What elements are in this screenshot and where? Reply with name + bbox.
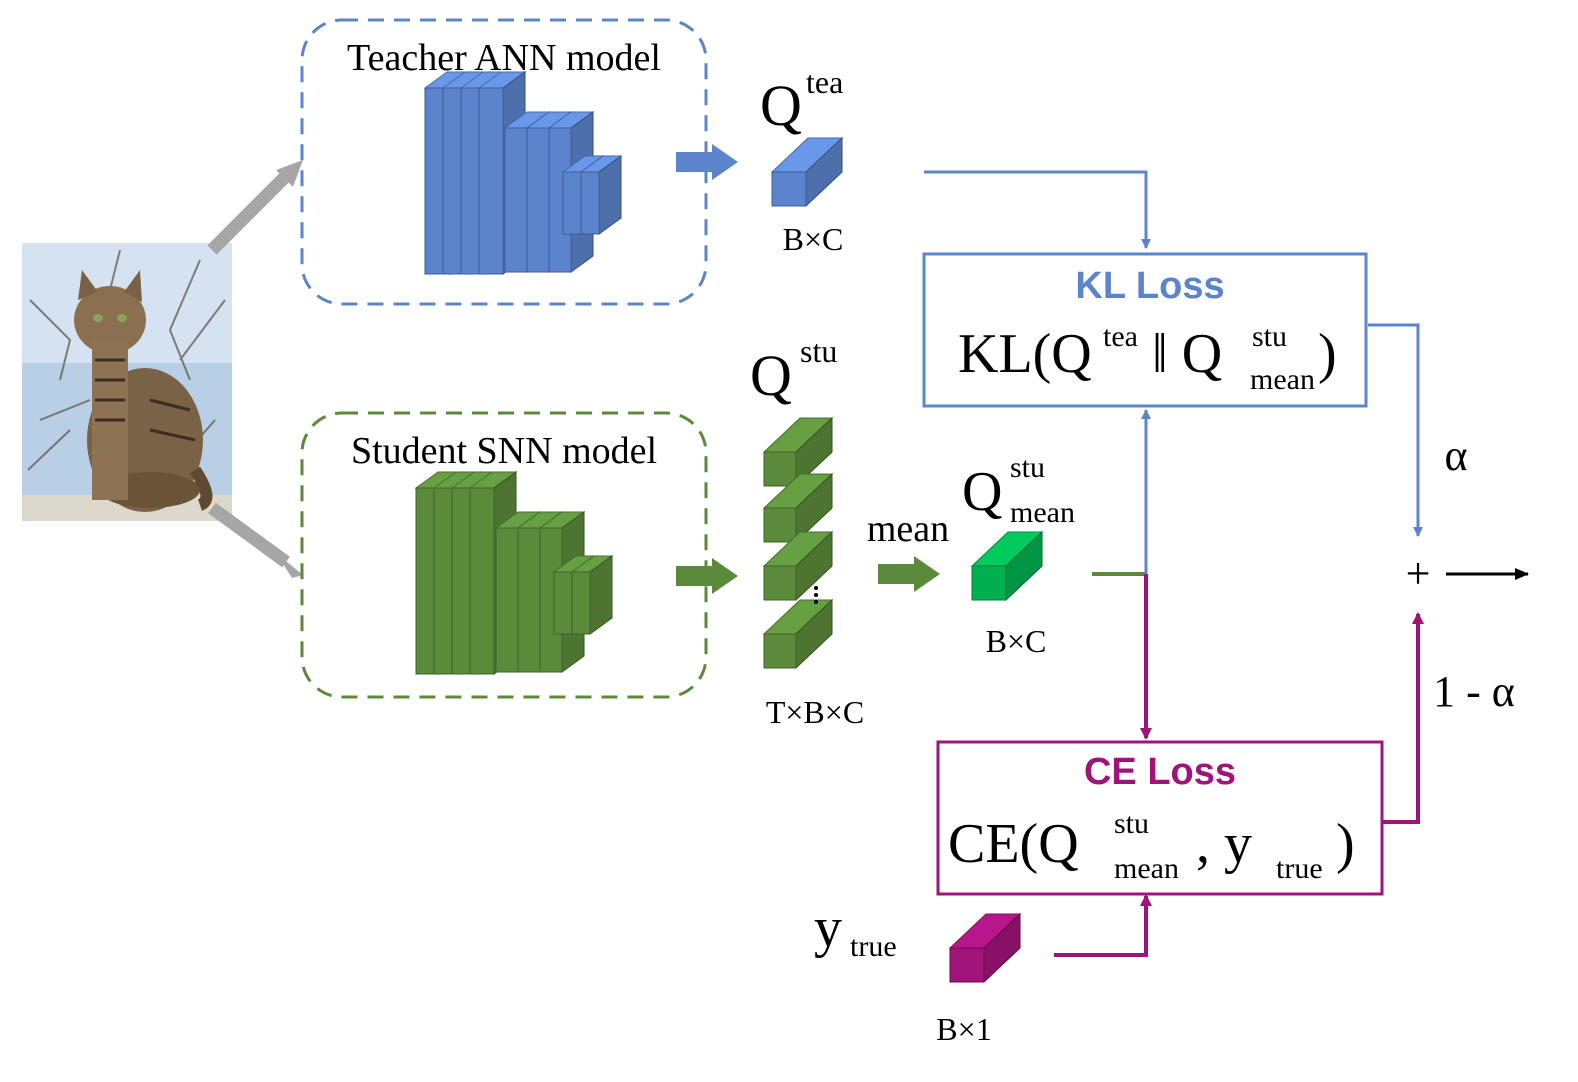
svg-text:mean: mean <box>1114 852 1179 885</box>
q-stu-label: Q stu <box>750 333 837 408</box>
teacher-model-box: Teacher ANN model <box>300 18 708 306</box>
svg-text:stu: stu <box>1114 807 1149 840</box>
svg-text:stu: stu <box>1010 451 1045 484</box>
kl-to-sum-line <box>1368 323 1423 537</box>
teacher-output-arrow <box>676 144 738 180</box>
svg-text:stu: stu <box>1252 320 1287 353</box>
svg-text:CE(Q: CE(Q <box>948 813 1079 875</box>
svg-text:‖ Q: ‖ Q <box>1152 323 1222 385</box>
ce-loss-box: CE Loss CE(Q stu mean , y true ) <box>936 740 1384 896</box>
q-tea-shape: B×C <box>783 221 844 257</box>
alpha-weight: α <box>1444 431 1467 480</box>
kl-loss-formula: KL(Q tea ‖ Q stu mean ) <box>958 320 1337 396</box>
svg-text:tea: tea <box>806 64 843 100</box>
q-mean-branch <box>1092 409 1152 740</box>
q-mean-cube <box>970 530 1044 602</box>
q-stu-shape: T×B×C <box>766 694 864 730</box>
mean-label: mean <box>867 508 949 550</box>
ce-loss-title: CE Loss <box>1084 751 1236 793</box>
cat-photo <box>22 243 232 521</box>
q-tea-tensor <box>770 136 844 208</box>
svg-text:KL(Q: KL(Q <box>958 323 1092 385</box>
y-true-shape: B×1 <box>936 1011 991 1047</box>
mean-arrow <box>878 556 940 592</box>
kl-loss-title: KL Loss <box>1075 265 1224 307</box>
svg-text:Q: Q <box>760 73 802 138</box>
svg-text:, y: , y <box>1196 813 1252 875</box>
y-true-to-ce-line <box>1054 894 1152 957</box>
svg-text:y: y <box>814 897 842 959</box>
svg-text:): ) <box>1318 323 1337 385</box>
q-stu-cube <box>762 416 834 488</box>
ellipsis-dot <box>814 600 818 604</box>
input-to-student-arrow <box>208 502 303 578</box>
network-layer <box>570 555 614 635</box>
svg-text:true: true <box>1276 852 1323 885</box>
q-mean-shape: B×C <box>986 623 1047 659</box>
q-stu-cube <box>762 598 834 670</box>
q-stu-tensor-stack <box>762 416 834 670</box>
q-tea-label: Q tea <box>760 64 843 138</box>
ce-loss-formula: CE(Q stu mean , y true ) <box>948 807 1355 885</box>
student-model-title: Student SNN model <box>351 430 657 472</box>
sum-symbol: + <box>1406 549 1431 598</box>
kl-loss-box: KL Loss KL(Q tea ‖ Q stu mean ) <box>922 252 1368 408</box>
svg-text:stu: stu <box>800 333 837 369</box>
q-mean-label: Q stu mean <box>962 451 1075 529</box>
one-minus-alpha-weight: 1 - α <box>1433 667 1515 716</box>
y-true-cube <box>948 912 1022 984</box>
teacher-network-layers <box>423 71 623 275</box>
svg-text:mean: mean <box>1010 496 1075 529</box>
q-stu-cube <box>762 530 834 602</box>
svg-text:Q: Q <box>962 461 1002 523</box>
ellipsis-dot <box>814 593 818 597</box>
ce-to-sum-line <box>1382 612 1424 824</box>
svg-text:Q: Q <box>750 343 792 408</box>
y-true-label: y true <box>814 897 897 963</box>
svg-text:mean: mean <box>1250 363 1315 396</box>
student-model-box: Student SNN model <box>300 411 708 699</box>
q-stu-cube <box>762 472 834 544</box>
q-tea-to-kl-line <box>924 170 1151 249</box>
ellipsis-dot <box>814 586 818 590</box>
input-to-teacher-arrow <box>207 160 303 255</box>
svg-text:): ) <box>1336 813 1355 875</box>
student-output-arrow <box>676 558 738 594</box>
svg-text:true: true <box>850 930 897 963</box>
y-true-tensor <box>948 912 1022 984</box>
network-layer <box>579 155 623 235</box>
student-network-layers <box>414 471 614 675</box>
q-mean-tensor <box>970 530 1044 602</box>
svg-text:tea: tea <box>1103 320 1138 353</box>
q-tea-cube <box>770 136 844 208</box>
